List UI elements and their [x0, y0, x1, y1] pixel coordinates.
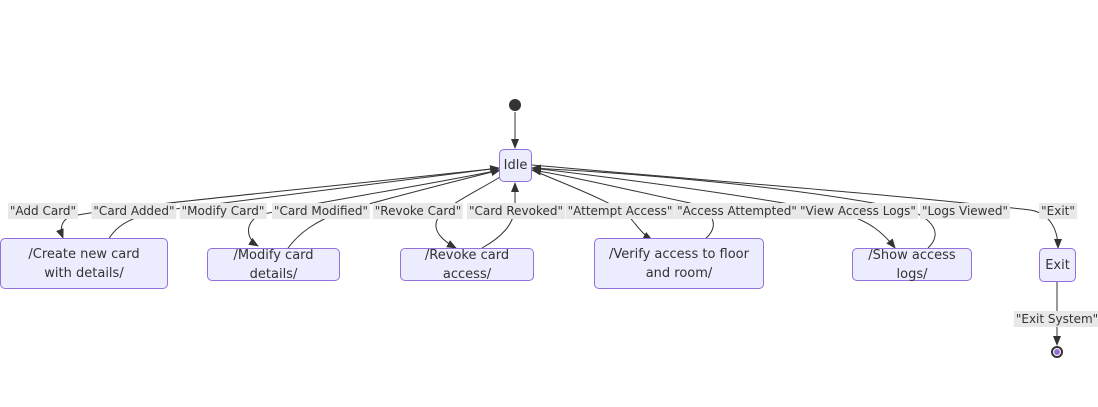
label-view-access-logs: "View Access Logs": [798, 203, 918, 219]
edge-access-attempted: [531, 167, 714, 241]
label-card-modified: "Card Modified": [271, 203, 371, 219]
state-modify-card: /Modify card details/: [207, 248, 340, 282]
state-create-card: /Create new card with details/: [0, 238, 168, 289]
label-exit-system: "Exit System": [1013, 311, 1098, 327]
state-verify-access: /Verify access to floor and room/: [594, 238, 764, 289]
edge-logs-viewed: [531, 164, 936, 249]
state-idle: Idle: [499, 149, 532, 182]
label-access-attempted: "Access Attempted": [675, 203, 799, 219]
start-state: [509, 99, 521, 111]
end-state: [1051, 346, 1063, 358]
edge-exit: [531, 164, 1062, 249]
label-logs-viewed: "Logs Viewed": [919, 203, 1011, 219]
label-card-added: "Card Added": [91, 203, 177, 219]
label-modify-card: "Modify Card": [179, 203, 267, 219]
edge-card-added: [107, 165, 500, 241]
state-show-logs: /Show access logs/: [852, 248, 972, 282]
label-card-revoked: "Card Revoked": [466, 203, 566, 219]
edge-revoke-card: [435, 173, 506, 249]
label-exit: "Exit": [1039, 203, 1077, 219]
label-add-card: "Add Card": [7, 203, 79, 219]
state-exit: Exit: [1039, 248, 1076, 282]
label-attempt-access: "Attempt Access": [565, 203, 675, 219]
state-revoke-card: /Revoke card access/: [400, 248, 534, 282]
label-revoke-card: "Revoke Card": [372, 203, 464, 219]
